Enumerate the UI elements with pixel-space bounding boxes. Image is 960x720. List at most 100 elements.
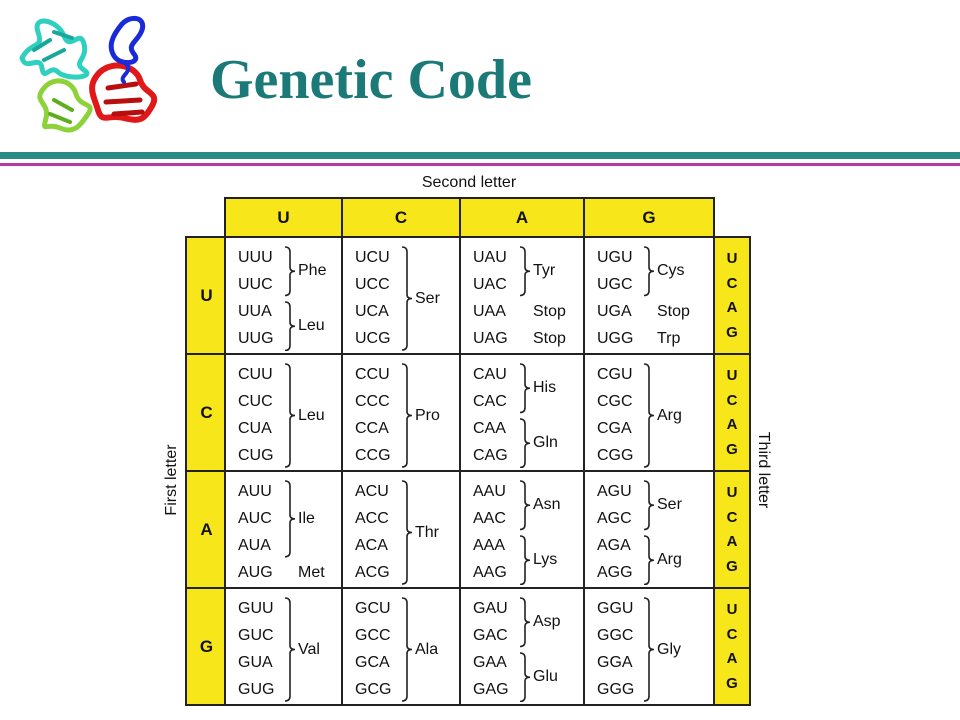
codon: AAA — [473, 537, 506, 555]
codon: GGU — [597, 599, 634, 617]
codon: AAG — [473, 564, 507, 582]
codon: ACC — [355, 509, 389, 527]
third-letter-label: Third letter — [755, 431, 772, 509]
amino-acid-label: Stop — [533, 303, 566, 321]
codon: AGA — [597, 537, 631, 555]
codon: UCU — [355, 248, 390, 266]
amino-acid-label: Ser — [415, 289, 440, 307]
amino-acid-label: Cys — [657, 262, 685, 280]
brace-icon — [284, 300, 296, 351]
brace-icon — [401, 363, 413, 468]
codon-cell: UCU UCC UCA UCG Ser — [341, 236, 461, 355]
first-letter-label: First letter — [163, 444, 180, 516]
codon: UAA — [473, 303, 506, 321]
codon: ACG — [355, 564, 390, 582]
codon: UGA — [597, 303, 632, 321]
third-letter: A — [726, 533, 738, 551]
third-letter: A — [726, 416, 738, 434]
codon: GGA — [597, 654, 633, 672]
brace-icon — [519, 417, 531, 468]
third-letter: U — [726, 600, 738, 618]
codon: GAC — [473, 626, 508, 644]
third-letter: C — [726, 625, 738, 643]
codon: CUC — [238, 392, 273, 410]
codon: UUC — [238, 275, 273, 293]
brace-icon — [284, 597, 296, 702]
codon: ACA — [355, 537, 388, 555]
amino-acid-label: Thr — [415, 523, 439, 541]
codon: CAC — [473, 392, 507, 410]
codon: AAC — [473, 509, 506, 527]
third-letter: G — [726, 675, 738, 693]
amino-acid-label: Trp — [657, 330, 681, 348]
amino-acid-label: Tyr — [533, 262, 556, 280]
codon: CGC — [597, 392, 633, 410]
protein-structure-logo-icon — [19, 15, 158, 133]
codon: CUG — [238, 447, 274, 465]
codon: AUA — [238, 537, 271, 555]
third-letter: C — [726, 508, 738, 526]
codon: CAU — [473, 365, 507, 383]
third-letter: U — [726, 483, 738, 501]
amino-acid-label: Met — [298, 564, 325, 582]
amino-acid-label: Ser — [657, 496, 682, 514]
brace-icon — [643, 597, 655, 702]
codon: GUA — [238, 654, 273, 672]
column-header-g: G — [583, 197, 715, 238]
codon: GCG — [355, 681, 392, 699]
brace-icon — [643, 363, 655, 468]
row-header-g: G — [185, 587, 228, 706]
brace-icon — [643, 480, 655, 531]
third-letter: A — [726, 299, 738, 317]
codon: GCU — [355, 599, 391, 617]
codon: UCC — [355, 275, 390, 293]
codon: CCU — [355, 365, 390, 383]
amino-acid-label: Arg — [657, 550, 682, 568]
amino-acid-label: Ala — [415, 640, 439, 658]
codon: UCA — [355, 303, 389, 321]
brace-icon — [284, 480, 296, 558]
brace-icon — [643, 246, 655, 297]
codon: CCC — [355, 392, 390, 410]
codon: UUG — [238, 330, 274, 348]
title-rule-teal — [0, 152, 960, 159]
brace-icon — [519, 480, 531, 531]
brace-icon — [401, 597, 413, 702]
codon: UGG — [597, 330, 634, 348]
codon: CUU — [238, 365, 273, 383]
codon: GUU — [238, 599, 274, 617]
brace-icon — [519, 246, 531, 297]
amino-acid-label: Pro — [415, 406, 440, 424]
amino-acid-label: Asn — [533, 496, 561, 514]
amino-acid-label: Asp — [533, 613, 561, 631]
codon: AAU — [473, 482, 506, 500]
codon: UCG — [355, 330, 391, 348]
third-letter: G — [726, 558, 738, 576]
row-header-a: A — [185, 470, 228, 589]
row-header-c: C — [185, 353, 228, 472]
column-header-c: C — [341, 197, 461, 238]
codon: GGC — [597, 626, 634, 644]
codon: GAG — [473, 681, 509, 699]
page-title: Genetic Code — [210, 49, 532, 111]
codon: CAA — [473, 420, 506, 438]
amino-acid-label: Val — [298, 640, 320, 658]
codon: UUA — [238, 303, 272, 321]
codon: CCA — [355, 420, 389, 438]
codon: AUC — [238, 509, 272, 527]
codon: GUC — [238, 626, 274, 644]
amino-acid-label: Ile — [298, 509, 315, 527]
third-letter: C — [726, 274, 738, 292]
amino-acid-label: His — [533, 379, 557, 397]
